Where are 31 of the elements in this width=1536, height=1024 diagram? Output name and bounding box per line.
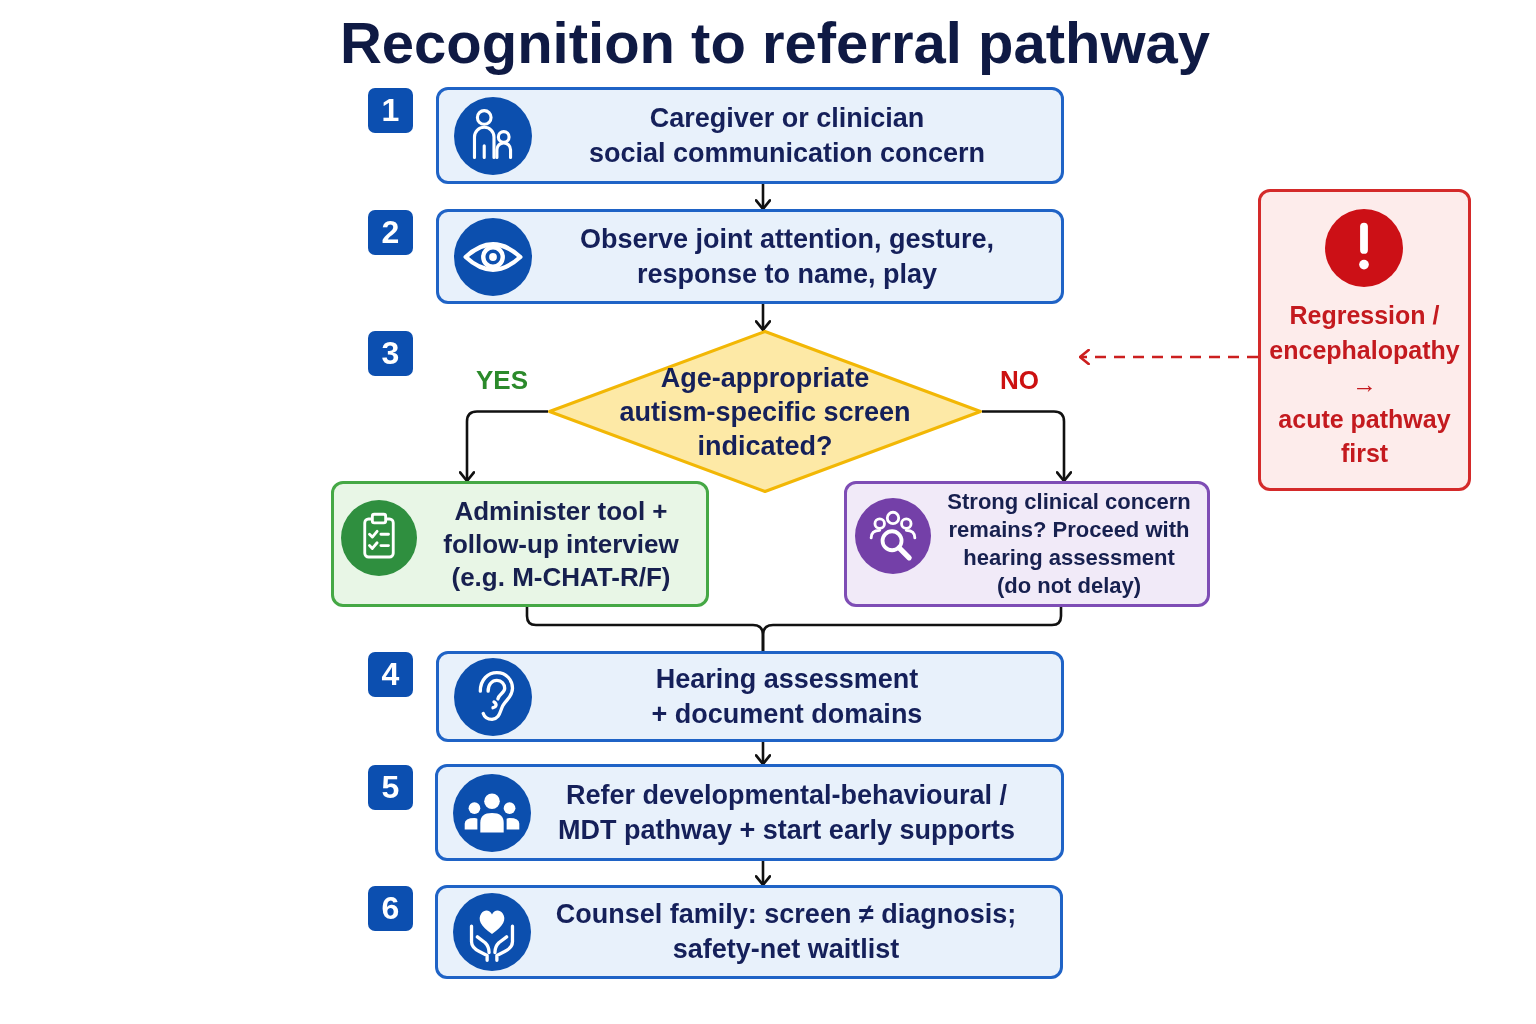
- alert-text: Regression / encephalopathy → acute pathway first: [1269, 300, 1460, 469]
- step-text: Counsel family: screen ≠ diagnosis; safety-net waitlist: [555, 898, 1017, 966]
- step-box: [435, 885, 1063, 979]
- step-number: 1: [368, 88, 413, 133]
- step-box: [436, 87, 1064, 184]
- step-number: 4: [368, 652, 413, 697]
- step-text: Caregiver or clinician social communication concern: [588, 101, 986, 170]
- dashed-arrow: [1078, 348, 1258, 366]
- concern-box: [844, 481, 1210, 607]
- step-box: [435, 764, 1064, 861]
- decision-text: Age-appropriate autism-specific screen indicated?: [619, 361, 911, 463]
- step-text: Observe joint attention, gesture, response to name, play: [579, 222, 995, 291]
- box-text: Administer tool + follow-up interview (e.g. M-CHAT-R/F): [443, 494, 679, 594]
- step-text: Refer developmental-behavioural / MDT pathway + start early supports: [558, 778, 1015, 847]
- arrow: [458, 410, 548, 483]
- screening-box: [331, 481, 709, 607]
- step-number: 6: [368, 886, 413, 931]
- arrow: [754, 304, 772, 332]
- step-number: 3: [368, 331, 413, 376]
- step-number: 2: [368, 210, 413, 255]
- arrow: [754, 861, 772, 887]
- arrow: [982, 410, 1073, 483]
- step-number: 5: [368, 765, 413, 810]
- box-text: Strong clinical concern remains? Proceed with hearing assessment (do not delay): [947, 488, 1191, 600]
- step-box: [436, 209, 1064, 304]
- step-text: Hearing assessment + document domains: [651, 662, 923, 731]
- arrow: [754, 742, 772, 766]
- connector-line: [761, 607, 1063, 651]
- arrow: [754, 184, 772, 211]
- step-box: [436, 651, 1064, 742]
- alert-box: [1258, 189, 1471, 491]
